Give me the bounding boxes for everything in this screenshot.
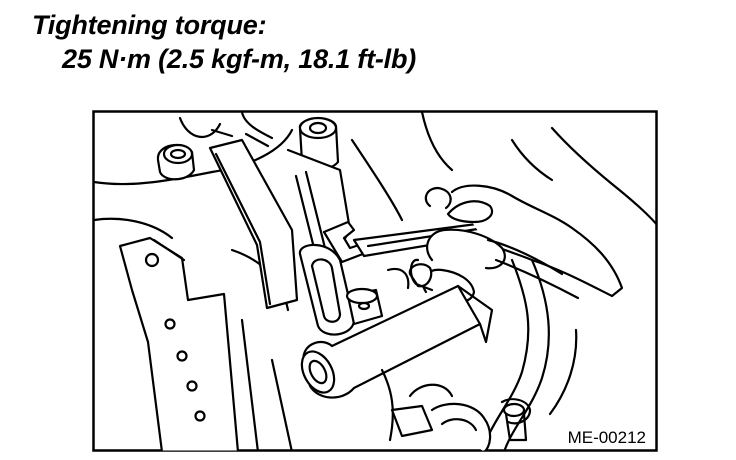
torque-label: Tightening torque: xyxy=(32,10,267,40)
bracket-arm-edge xyxy=(214,152,272,306)
mounting-bolt xyxy=(345,287,384,326)
lower-bracket xyxy=(390,404,434,438)
body-contour-line xyxy=(93,217,174,240)
perforated-bracket-plate xyxy=(118,236,239,451)
bracket-detail xyxy=(244,132,270,148)
technician-hand xyxy=(408,126,657,303)
hose-line xyxy=(548,328,578,416)
lower-component-edge xyxy=(380,368,394,442)
torque-value: 25 N·m (2.5 kgf-m, 18.1 ft-lb) xyxy=(62,44,417,74)
illustration-frame: ME-00212 xyxy=(92,110,658,452)
lower-right-fitting xyxy=(502,402,528,442)
hose-clip xyxy=(409,258,434,292)
round-housing-edge xyxy=(440,418,478,432)
upper-left-stud xyxy=(156,143,196,181)
round-housing xyxy=(430,402,492,451)
exhaust-pipe xyxy=(300,284,494,399)
bracket-arm xyxy=(208,138,299,310)
torque-spec-heading: Tightening torque: 25 N·m (2.5 kgf-m, 18… xyxy=(32,8,416,76)
lower-component-edge xyxy=(408,383,454,398)
bracket-detail xyxy=(210,128,234,138)
small-fitting xyxy=(500,398,532,425)
body-contour-line xyxy=(350,138,404,222)
slotted-mount-bracket xyxy=(298,243,356,336)
body-contour-line xyxy=(93,170,214,186)
body-contour-line xyxy=(420,111,454,172)
hose-clip xyxy=(424,186,452,210)
body-contour-line xyxy=(178,116,222,139)
hose-line xyxy=(503,258,550,451)
hose-line xyxy=(481,258,530,451)
bracket-detail xyxy=(240,318,259,451)
figure-code: ME-00212 xyxy=(565,428,648,448)
bracket-detail xyxy=(386,267,410,290)
wrench-tightening-illustration xyxy=(92,110,658,452)
bracket-detail xyxy=(270,358,293,451)
body-contour-line xyxy=(240,111,274,140)
